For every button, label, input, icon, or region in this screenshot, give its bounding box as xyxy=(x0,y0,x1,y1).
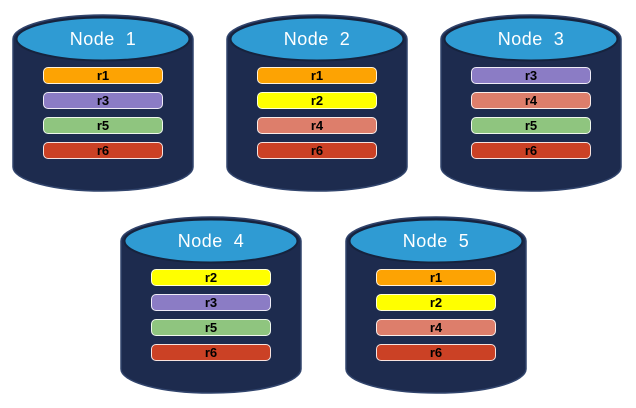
replica-r4-bar: r4 xyxy=(471,92,591,109)
replica-r2-bar: r2 xyxy=(151,269,271,286)
replica-r5-bar: r5 xyxy=(471,117,591,134)
replica-r4-bar: r4 xyxy=(257,117,377,134)
replica-r5-bar: r5 xyxy=(43,117,163,134)
replica-r1-bar: r1 xyxy=(376,269,496,286)
replica-list: r1 r2 r4 r6 xyxy=(257,67,377,167)
replica-r3-bar: r3 xyxy=(471,67,591,84)
replica-r1-bar: r1 xyxy=(43,67,163,84)
replica-list: r1 r2 r4 r6 xyxy=(376,269,496,369)
replica-r2-bar: r2 xyxy=(257,92,377,109)
replica-r3-bar: r3 xyxy=(43,92,163,109)
replica-r4-bar: r4 xyxy=(376,319,496,336)
replica-list: r2 r3 r5 r6 xyxy=(151,269,271,369)
replica-r6-bar: r6 xyxy=(43,142,163,159)
replica-r6-bar: r6 xyxy=(257,142,377,159)
replica-r1-bar: r1 xyxy=(257,67,377,84)
replica-r6-bar: r6 xyxy=(376,344,496,361)
replica-r2-bar: r2 xyxy=(376,294,496,311)
replica-list: r1 r3 r5 r6 xyxy=(43,67,163,167)
replica-list: r3 r4 r5 r6 xyxy=(471,67,591,167)
replica-r6-bar: r6 xyxy=(151,344,271,361)
replica-r5-bar: r5 xyxy=(151,319,271,336)
replica-r3-bar: r3 xyxy=(151,294,271,311)
replica-r6-bar: r6 xyxy=(471,142,591,159)
